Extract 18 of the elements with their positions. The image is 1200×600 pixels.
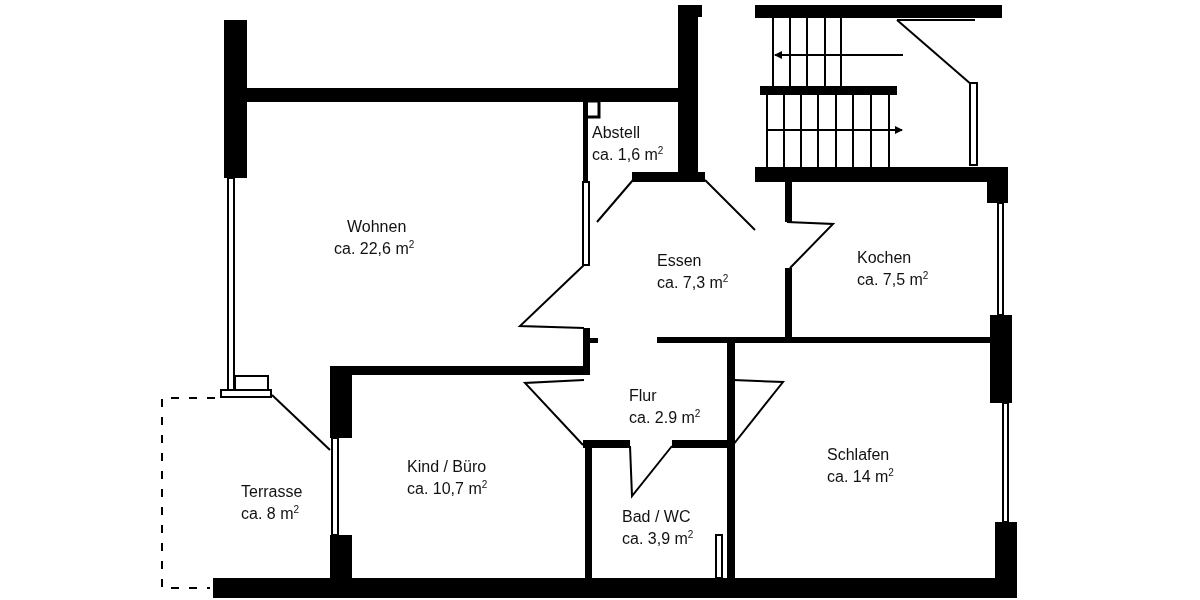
room-name: Schlafen <box>827 446 890 464</box>
room-area: ca. 7,5 m$^{2}$ <box>857 271 929 289</box>
room-area: ca. 22,6 m$^{2}$ <box>334 240 415 258</box>
room-area: ca. 8 m$^{2}$ <box>241 505 300 523</box>
room-name: Kochen <box>857 249 912 267</box>
room-name: Flur <box>629 387 657 405</box>
room-name: Terrasse <box>241 483 303 501</box>
room-area: ca. 14 m$^{2}$ <box>827 468 894 486</box>
room-name: Abstell <box>592 124 641 142</box>
room-area: ca. 1,6 m$^{2}$ <box>592 146 664 164</box>
room-area: ca. 10,7 m$^{2}$ <box>407 480 488 498</box>
room-name: Kind / Büro <box>407 458 487 476</box>
room-area: ca. 7,3 m$^{2}$ <box>657 274 729 292</box>
room-area: ca. 2.9 m$^{2}$ <box>629 409 701 427</box>
room-area: ca. 3,9 m$^{2}$ <box>622 530 694 548</box>
room-name: Bad / WC <box>622 508 691 526</box>
room-name: Essen <box>657 252 702 270</box>
room-name: Wohnen <box>347 218 407 236</box>
